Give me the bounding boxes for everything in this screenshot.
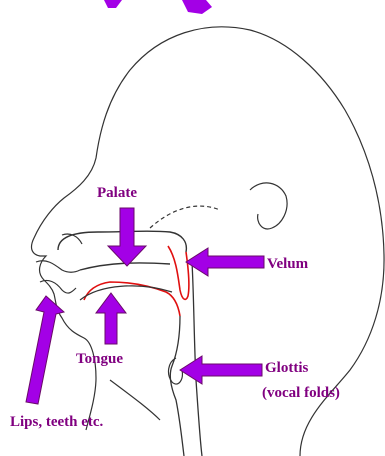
label-glottis: Glottis bbox=[265, 360, 308, 376]
pharynx-front-wall bbox=[170, 316, 184, 456]
palate-dashed bbox=[150, 206, 220, 228]
label-lips-teeth: Lips, teeth etc. bbox=[10, 414, 104, 430]
velum-arrow bbox=[186, 248, 264, 276]
label-tongue: Tongue bbox=[76, 351, 123, 367]
label-velum: Velum bbox=[267, 256, 309, 272]
ear bbox=[250, 183, 287, 229]
label-palate: Palate bbox=[97, 185, 137, 201]
top-banner-fragment bbox=[104, 0, 122, 8]
lips-arrow bbox=[26, 296, 64, 404]
glottis-arrow bbox=[180, 356, 262, 384]
throat-line bbox=[110, 380, 160, 420]
label-vocal-folds: (vocal folds) bbox=[262, 385, 340, 401]
lower-lip bbox=[40, 280, 76, 293]
tongue-arrow bbox=[96, 293, 126, 344]
upper-lip bbox=[36, 261, 80, 273]
palate-arrow bbox=[108, 208, 146, 266]
top-banner-fragment bbox=[182, 0, 212, 14]
